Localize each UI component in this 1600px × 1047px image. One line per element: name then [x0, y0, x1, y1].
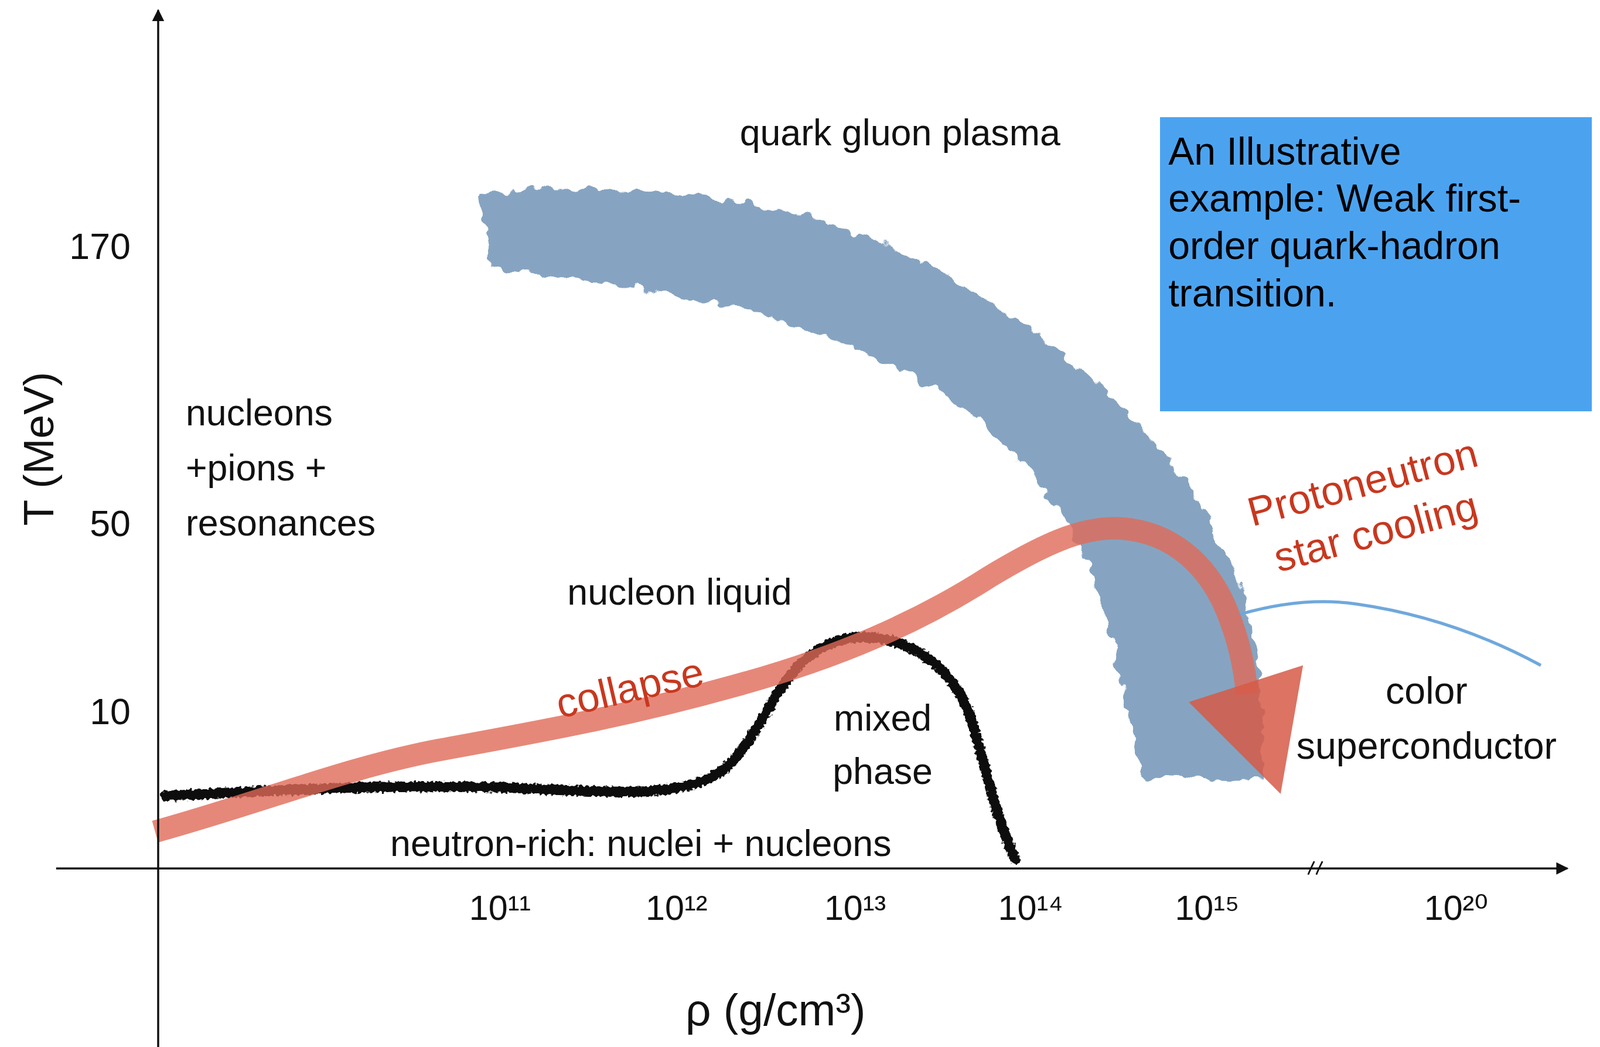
tick-label: 170: [69, 224, 131, 268]
axis-title: T (MeV): [14, 372, 64, 527]
tick-label: 10¹¹: [469, 888, 531, 929]
note-box: An Illustrative example: Weak first-orde…: [1160, 117, 1592, 412]
tick-label: 10¹³: [824, 888, 886, 929]
track-label: Protoneutron star cooling: [1229, 424, 1509, 591]
region-label: nucleon liquid: [567, 570, 792, 613]
axis-title: ρ (g/cm³): [685, 984, 866, 1036]
region-label: color superconductor: [1283, 663, 1571, 774]
tick-label: 10²⁰: [1424, 888, 1489, 929]
region-label: mixed phase: [805, 691, 960, 799]
tick-label: 50: [89, 502, 131, 545]
region-label: nucleons +pions + resonances: [185, 384, 429, 551]
superconductor-boundary: [1239, 601, 1541, 666]
temperature-axis: [157, 9, 159, 1047]
collapse-track: [155, 528, 1248, 832]
density-axis: [56, 867, 1568, 869]
region-label: quark gluon plasma: [739, 111, 1061, 154]
cooling-arrowhead: [1188, 665, 1303, 794]
axis-break: [1308, 861, 1323, 875]
region-label: neutron-rich: nuclei + nucleons: [390, 821, 892, 865]
tick-label: 10¹⁵: [1174, 888, 1240, 929]
tick-label: 10¹²: [645, 888, 708, 929]
note-text: An Illustrative example: Weak first-orde…: [1168, 127, 1562, 317]
tick-label: 10¹⁴: [998, 888, 1064, 929]
transition-band: [477, 188, 1265, 781]
tick-label: 10: [89, 690, 131, 733]
